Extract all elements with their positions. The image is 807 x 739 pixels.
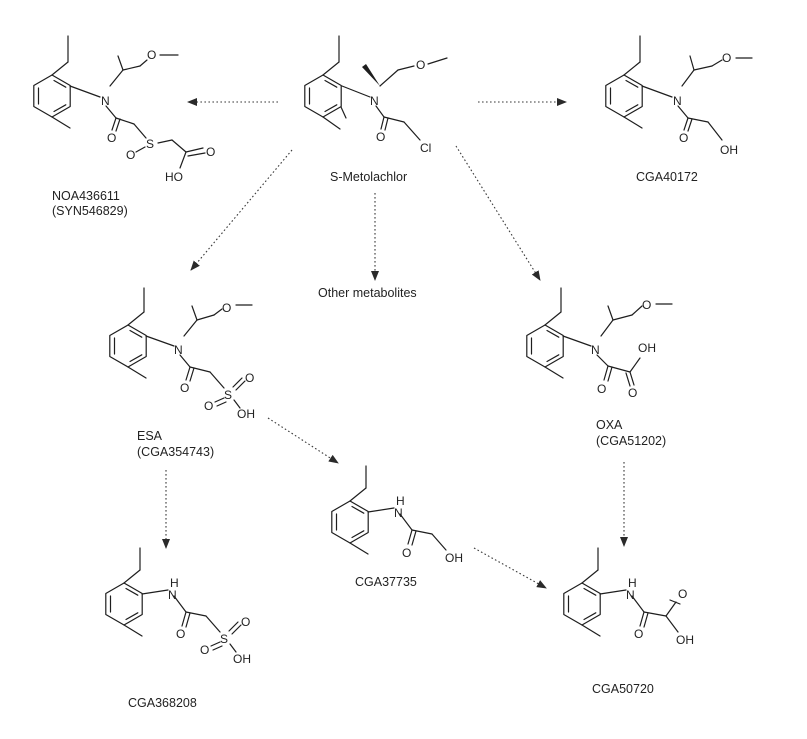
- atom-oh: OH: [676, 633, 694, 647]
- atom-o: O: [204, 399, 213, 413]
- pathway-arrows: [162, 98, 628, 589]
- cga50720-structure: H N O O OH: [563, 547, 694, 647]
- atom-h: H: [396, 494, 405, 508]
- atom-n: N: [673, 94, 682, 108]
- atom-oh: OH: [445, 551, 463, 565]
- cga368208-structure: H N O S O O OH: [105, 547, 251, 666]
- atom-o: O: [107, 131, 116, 145]
- atom-o: O: [722, 51, 731, 65]
- label-syn546829: (SYN546829): [52, 204, 128, 218]
- atom-s: S: [224, 388, 232, 402]
- atom-ho: HO: [165, 170, 183, 184]
- atom-o: O: [176, 627, 185, 641]
- atom-cl: Cl: [420, 141, 431, 155]
- atom-n: N: [168, 588, 177, 602]
- atom-o: O: [376, 130, 385, 144]
- atom-oh: OH: [237, 407, 255, 421]
- s-metolachlor-structure: N O O Cl: [304, 35, 448, 155]
- arrow-to-esa: [190, 149, 293, 271]
- atom-o: O: [678, 587, 687, 601]
- atom-h: H: [170, 576, 179, 590]
- atom-o: O: [642, 298, 651, 312]
- atom-o: O: [206, 145, 215, 159]
- atom-n: N: [626, 588, 635, 602]
- label-s-metolachlor: S-Metolachlor: [330, 170, 407, 184]
- label-esa: ESA: [137, 429, 163, 443]
- arrow-cga37735-to-cga50720: [473, 547, 547, 589]
- atom-n: N: [394, 506, 403, 520]
- atom-oh: OH: [233, 652, 251, 666]
- cga37735-structure: H N O OH: [331, 465, 463, 565]
- atom-o: O: [402, 546, 411, 560]
- atom-oh: OH: [720, 143, 738, 157]
- atom-o: O: [222, 301, 231, 315]
- atom-o: O: [180, 381, 189, 395]
- arrow-esa-to-cga37735: [267, 417, 339, 464]
- arrow-to-oxa: [455, 145, 541, 281]
- atom-o: O: [628, 386, 637, 400]
- label-cga40172: CGA40172: [636, 170, 698, 184]
- atom-s: S: [220, 632, 228, 646]
- atom-s: S: [146, 137, 154, 151]
- esa-structure: N O O S O O OH: [109, 287, 255, 421]
- label-cga37735: CGA37735: [355, 575, 417, 589]
- cga40172-structure: N O O OH: [605, 35, 753, 157]
- atom-o: O: [147, 48, 156, 62]
- atom-h: H: [628, 576, 637, 590]
- atom-n: N: [591, 343, 600, 357]
- noa436611-structure: N O O S O O HO: [33, 35, 215, 184]
- atom-o: O: [597, 382, 606, 396]
- label-cga368208: CGA368208: [128, 696, 197, 710]
- atom-o: O: [416, 58, 425, 72]
- atom-o: O: [679, 131, 688, 145]
- label-cga50720: CGA50720: [592, 682, 654, 696]
- oxa-structure: N O O O OH: [526, 287, 673, 400]
- label-cga354743: (CGA354743): [137, 445, 214, 459]
- label-cga51202: (CGA51202): [596, 434, 666, 448]
- atom-n: N: [101, 94, 110, 108]
- label-other-metabolites: Other metabolites: [318, 286, 417, 300]
- atom-o: O: [126, 148, 135, 162]
- label-noa436611: NOA436611: [52, 189, 120, 203]
- label-oxa: OXA: [596, 418, 623, 432]
- atom-n: N: [174, 343, 183, 357]
- atom-o: O: [634, 627, 643, 641]
- atom-o: O: [200, 643, 209, 657]
- atom-o: O: [245, 371, 254, 385]
- atom-n: N: [370, 94, 379, 108]
- atom-oh: OH: [638, 341, 656, 355]
- atom-o: O: [241, 615, 250, 629]
